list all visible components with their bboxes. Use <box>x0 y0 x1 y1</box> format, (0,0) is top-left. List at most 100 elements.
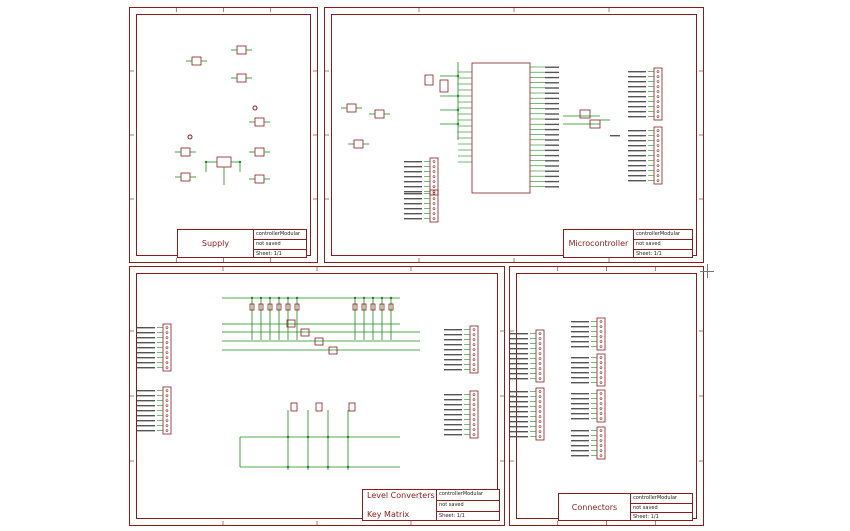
net-label-mark <box>510 373 528 375</box>
sheet-connectors[interactable]: Connectors controllerModular not saved S… <box>509 266 704 526</box>
connector-pin <box>656 90 660 93</box>
connector-pin <box>472 418 476 421</box>
junction-dot <box>326 465 330 469</box>
connector-pin <box>472 328 476 331</box>
connector-pin <box>165 346 169 349</box>
connector-pin <box>599 371 603 374</box>
component-outline <box>429 157 439 196</box>
net-label-mark <box>444 394 462 396</box>
connector-pin <box>538 420 542 423</box>
net-label-mark <box>545 92 559 94</box>
connector-pin <box>432 212 436 215</box>
connector-pin <box>165 414 169 417</box>
sheet-title: Microcontroller <box>564 230 634 257</box>
junction-dot <box>456 94 460 98</box>
connector-pin <box>472 368 476 371</box>
net-label-mark <box>628 116 646 118</box>
connector-pin <box>165 326 169 329</box>
component-outline <box>596 426 606 460</box>
component-outline <box>439 79 449 93</box>
connector-pin <box>599 320 603 323</box>
junction-dot <box>456 74 460 78</box>
net-label-mark <box>404 198 422 200</box>
component-outline <box>286 319 296 328</box>
connector-pin <box>656 164 660 167</box>
net-label-mark <box>404 171 422 173</box>
connector-pin <box>165 351 169 354</box>
component-outline <box>374 109 385 119</box>
connector-pin <box>656 115 660 118</box>
sheet-number: Sheet: 1/1 <box>256 251 282 257</box>
sheet-title: Level Converters Key Matrix <box>363 490 437 520</box>
connector-pin <box>538 337 542 340</box>
connector-pin <box>432 197 436 200</box>
connector-pin <box>538 390 542 393</box>
net-label-mark <box>545 139 559 141</box>
net-label-mark <box>545 123 559 126</box>
net-label-mark <box>545 170 559 172</box>
net-label-mark <box>545 149 559 152</box>
project-name: controllerModular <box>634 230 692 240</box>
net-label-mark <box>628 96 646 98</box>
connector-pin <box>656 154 660 157</box>
connector-pin <box>538 405 542 408</box>
connector-pin <box>165 394 169 397</box>
net-label-mark <box>510 396 528 398</box>
connector-pin <box>599 407 603 410</box>
connector-pin <box>599 454 603 457</box>
component-outline <box>589 119 601 129</box>
net-label-mark <box>571 377 589 379</box>
sheet-supply[interactable]: Supply controllerModular not saved Sheet… <box>129 7 318 263</box>
component-outline <box>290 402 298 412</box>
net-label-mark <box>571 398 589 400</box>
net-label-mark <box>571 450 589 452</box>
net-label-mark <box>628 160 646 162</box>
net-label-mark <box>545 175 559 178</box>
component-outline <box>258 303 264 311</box>
connector-pin <box>656 75 660 78</box>
net-label-mark <box>444 344 462 346</box>
net-label-mark <box>137 327 155 329</box>
connector-pin <box>599 434 603 437</box>
net-label-mark <box>628 145 646 147</box>
net-label-mark <box>571 367 589 369</box>
component-outline <box>579 109 591 119</box>
connector-pin <box>599 361 603 364</box>
connector-pin <box>656 105 660 108</box>
net-label-mark <box>137 390 155 392</box>
connector-pin <box>432 202 436 205</box>
connector-pin <box>656 134 660 137</box>
component-outline <box>348 402 356 412</box>
net-label-mark <box>444 399 462 401</box>
net-label-mark <box>545 144 559 146</box>
connector-pin <box>165 389 169 392</box>
connector-pin <box>472 433 476 436</box>
connector-pin <box>599 340 603 343</box>
connector-pin <box>165 404 169 407</box>
component-outline <box>236 45 247 55</box>
connector-pin <box>656 179 660 182</box>
net-label-mark <box>545 154 559 157</box>
junction-dot <box>371 296 375 300</box>
net-label-mark <box>444 349 462 351</box>
connector-pin <box>472 358 476 361</box>
component-outline <box>254 174 265 184</box>
connector-pin <box>165 399 169 402</box>
connector-pin <box>599 376 603 379</box>
net-label-mark <box>510 391 528 393</box>
net-label-mark <box>404 186 422 188</box>
junction-dot <box>306 465 310 469</box>
net-label-mark <box>571 382 589 384</box>
net-label-mark <box>404 176 422 178</box>
net-label-mark <box>571 341 589 343</box>
net-label-mark <box>545 186 559 188</box>
net-label-mark <box>628 76 646 78</box>
net-label-mark <box>137 342 155 344</box>
junction-dot <box>353 296 357 300</box>
sheet-level-converters[interactable]: Level Converters Key Matrix controllerMo… <box>129 266 505 526</box>
net-label-mark <box>444 404 462 406</box>
junction-dot <box>389 296 393 300</box>
component-outline <box>300 328 310 337</box>
sheet-frame <box>136 273 498 519</box>
